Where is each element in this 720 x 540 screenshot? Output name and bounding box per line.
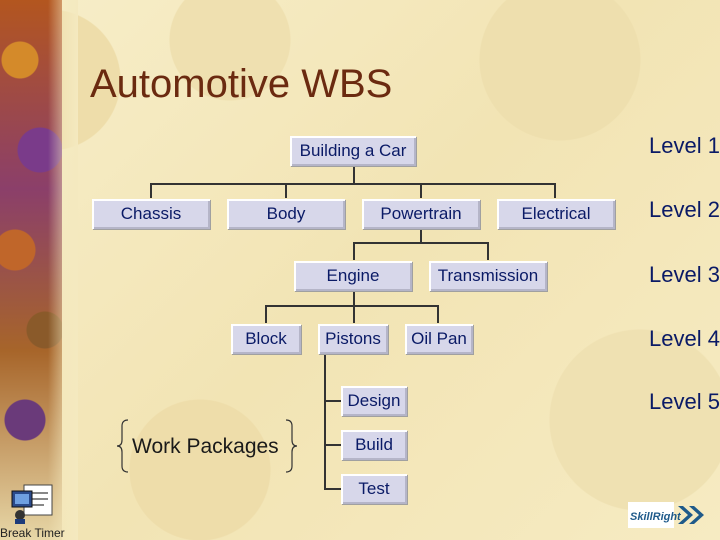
node-transmission: Transmission — [429, 261, 547, 291]
connector — [437, 305, 439, 323]
connector — [265, 305, 438, 307]
node-build: Build — [341, 430, 407, 460]
node-engine: Engine — [294, 261, 412, 291]
level-3-label: Level 3 — [649, 262, 720, 287]
connector — [324, 354, 326, 489]
break-timer-label[interactable]: Break Timer — [0, 526, 65, 540]
connector — [487, 242, 489, 260]
node-chassis: Chassis — [92, 199, 210, 229]
strip-fade — [48, 0, 78, 540]
work-packages-label: Work Packages — [132, 435, 279, 458]
node-powertrain: Powertrain — [362, 199, 480, 229]
node-building-a-car: Building a Car — [290, 136, 416, 166]
level-2-label: Level 2 — [649, 197, 720, 222]
node-oil-pan: Oil Pan — [405, 324, 473, 354]
node-body: Body — [227, 199, 345, 229]
connector — [420, 229, 422, 243]
connector — [265, 305, 267, 323]
connector — [420, 183, 422, 198]
node-pistons: Pistons — [318, 324, 388, 354]
level-4-label: Level 4 — [649, 326, 720, 351]
break-timer-icon[interactable] — [10, 483, 56, 525]
left-brace-icon — [116, 419, 129, 473]
skillright-logo: SkillRight — [628, 502, 704, 528]
connector — [554, 183, 556, 198]
connector — [353, 242, 488, 244]
page-title: Automotive WBS — [90, 62, 393, 106]
node-design: Design — [341, 386, 407, 416]
level-5-label: Level 5 — [649, 389, 720, 414]
connector — [324, 444, 342, 446]
right-brace-icon — [285, 419, 298, 473]
connector — [150, 183, 555, 185]
svg-text:SkillRight: SkillRight — [630, 511, 682, 523]
connector — [353, 305, 355, 323]
node-block: Block — [231, 324, 301, 354]
connector — [324, 488, 342, 490]
node-electrical: Electrical — [497, 199, 615, 229]
node-test: Test — [341, 474, 407, 504]
connector — [353, 166, 355, 184]
connector — [353, 242, 355, 260]
connector — [150, 183, 152, 198]
connector — [324, 400, 342, 402]
level-1-label: Level 1 — [649, 133, 720, 158]
connector — [285, 183, 287, 198]
connector — [353, 292, 355, 306]
